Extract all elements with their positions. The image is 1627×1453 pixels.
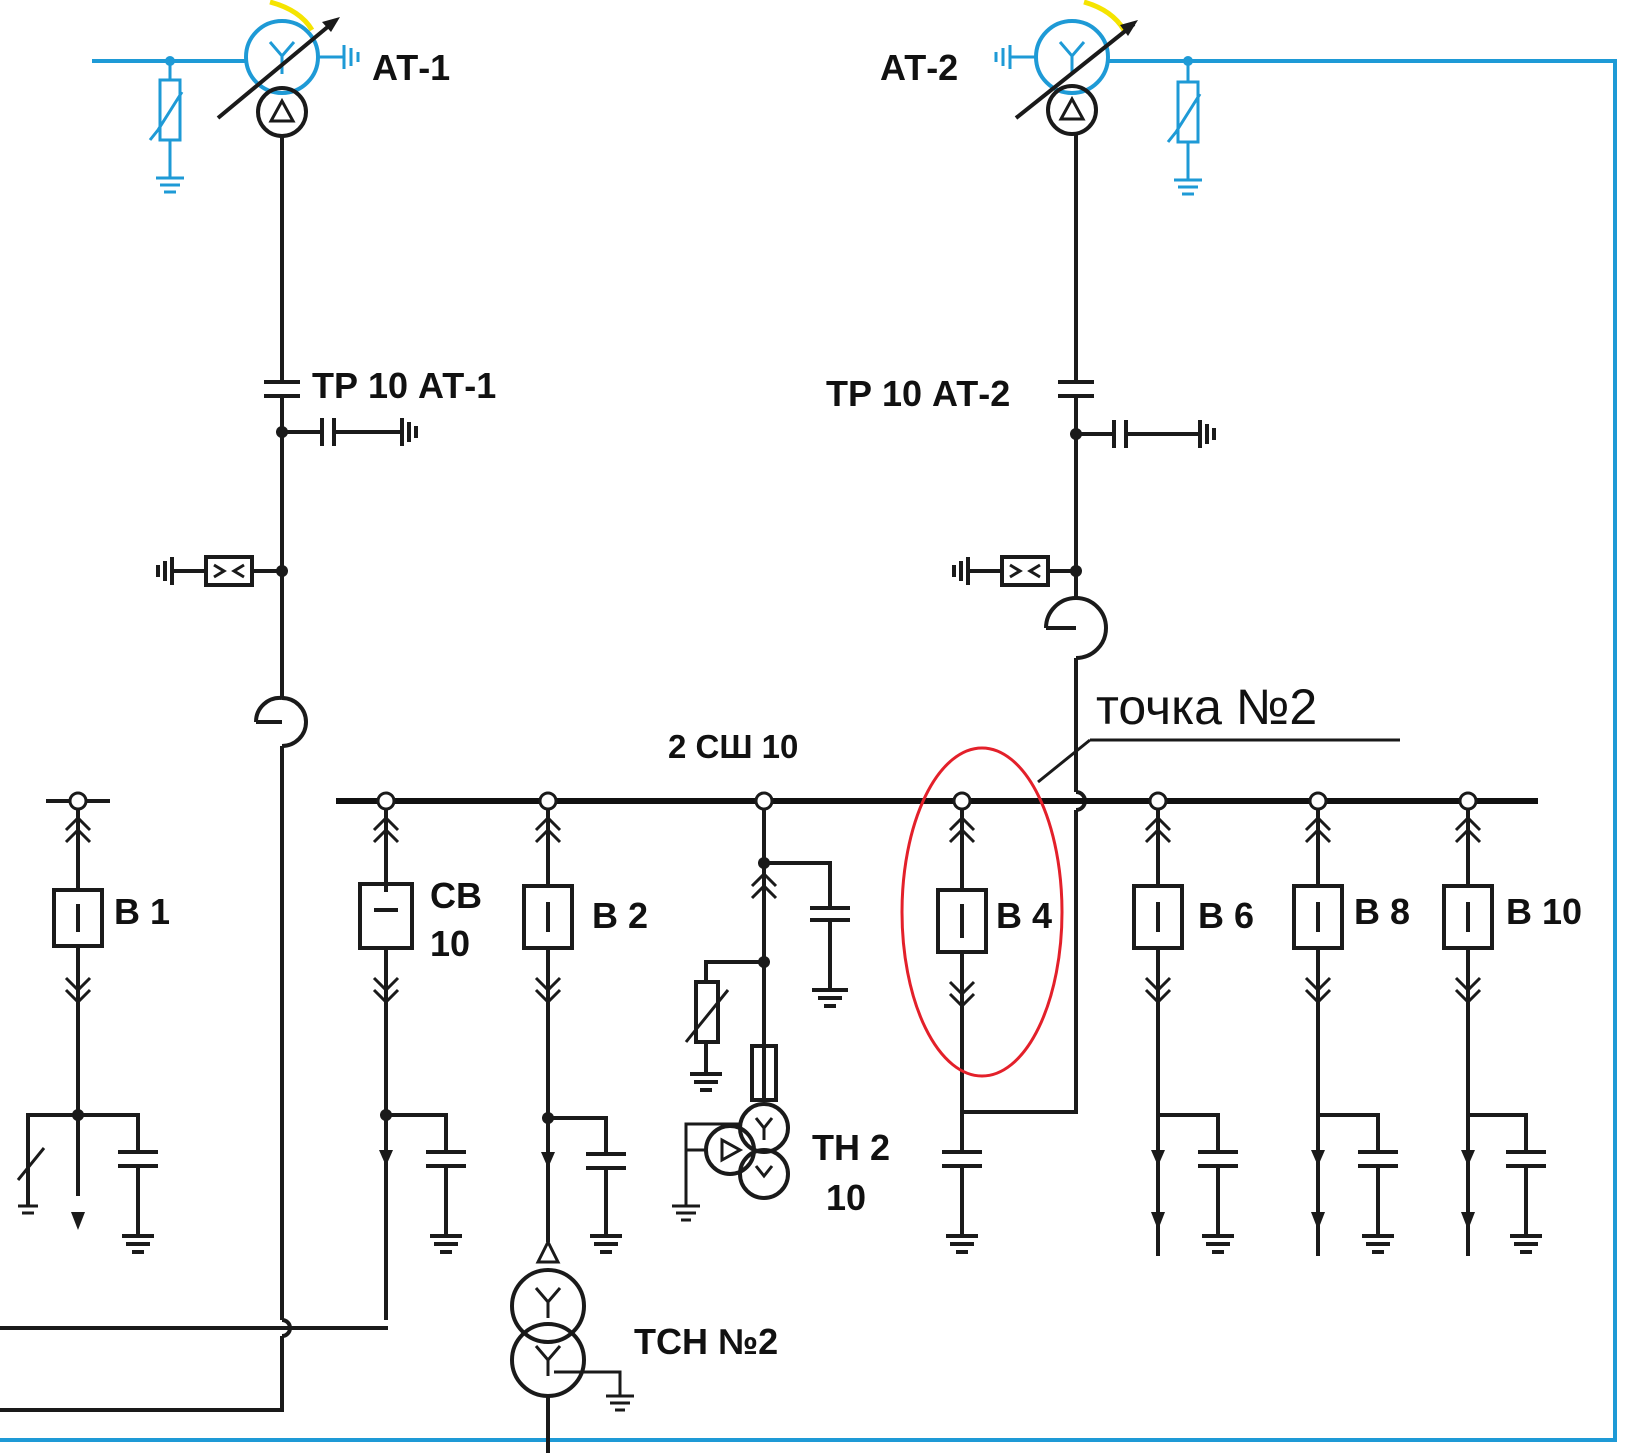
feeder-sv10: СВ 10	[0, 791, 482, 1330]
b6-label: В 6	[1198, 895, 1254, 936]
callout-point-2: точка №2	[900, 679, 1400, 1078]
at1-label: АТ-1	[372, 47, 450, 88]
feeder-b2: В 2 ТСН №2	[510, 791, 778, 1453]
b4-label: В 4	[996, 895, 1052, 936]
tsn-label: ТСН №2	[634, 1321, 778, 1362]
feeder-b8: В 8	[1292, 791, 1410, 1256]
busbar-label: 2 СШ 10	[668, 728, 798, 765]
feeder-b1: В 1	[16, 791, 170, 1254]
feeder-b4: В 4	[936, 791, 1052, 1254]
b10-label: В 10	[1506, 891, 1582, 932]
sv-label-1: СВ	[430, 875, 482, 916]
feeder-at2: ТР 10 АТ-2	[826, 134, 1216, 1114]
surge-arrester-at1	[148, 61, 184, 194]
b8-label: В 8	[1354, 891, 1410, 932]
voltage-transformer-tn2: ТН 2 10	[672, 791, 890, 1222]
tn-label-1: ТН 2	[812, 1127, 890, 1168]
highlight-ellipse	[900, 746, 1064, 1078]
surge-arrester-at2	[1166, 61, 1202, 196]
feeder-b6: В 6	[1132, 791, 1254, 1256]
busbar-2sh10: 2 СШ 10	[336, 728, 1538, 804]
tp-at1-label: ТР 10 АТ-1	[312, 365, 496, 406]
b2-label: В 2	[592, 895, 648, 936]
autotransformer-at2: АТ-2	[880, 0, 1138, 136]
sv-label-2: 10	[430, 923, 470, 964]
autotransformer-at1: АТ-1	[216, 0, 450, 138]
b1-label: В 1	[114, 891, 170, 932]
feeder-at1: ТР 10 АТ-1	[0, 136, 496, 1412]
callout-label: точка №2	[1096, 679, 1317, 735]
tp-at2-label: ТР 10 АТ-2	[826, 373, 1010, 414]
feeder-b10: В 10	[1442, 791, 1582, 1256]
hv-network	[0, 56, 1617, 1442]
at2-label: АТ-2	[880, 47, 958, 88]
tn-label-2: 10	[826, 1177, 866, 1218]
